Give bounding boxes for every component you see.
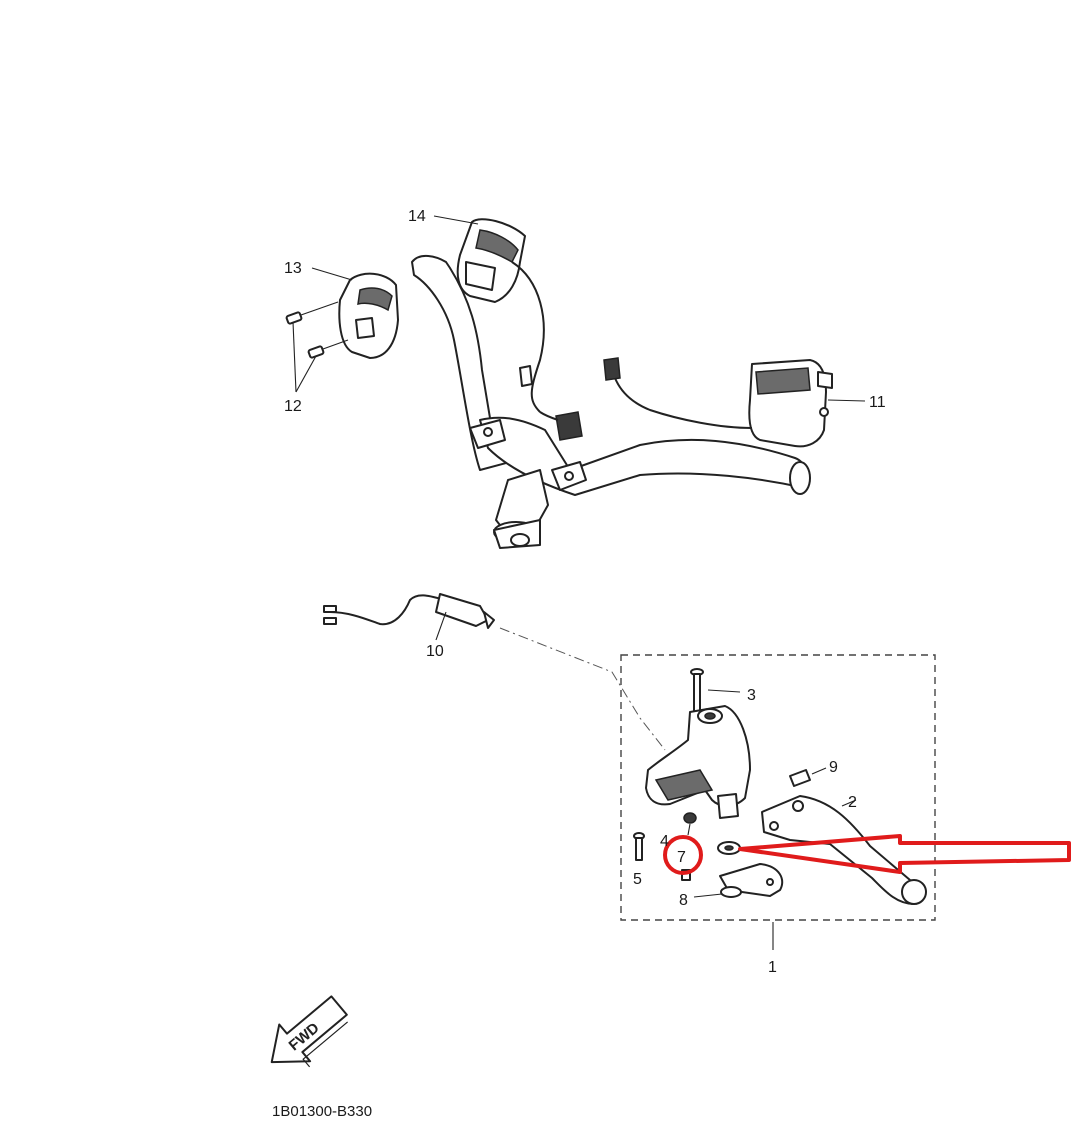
part-4-nut <box>683 812 697 824</box>
part-8-washer <box>693 886 742 898</box>
part-13-handlebar-switch-lower <box>338 272 399 359</box>
label-3: 3 <box>747 687 756 704</box>
highlight-circle <box>663 835 703 875</box>
handlebar <box>411 255 811 549</box>
label-4: 4 <box>660 833 669 850</box>
diagram-code: 1B01300-B330 <box>272 1103 372 1120</box>
leaders <box>292 215 866 836</box>
part-10-brake-switch <box>323 593 666 751</box>
lever-holder-bracket <box>645 705 751 819</box>
assembly-1-outline <box>620 654 936 921</box>
label-7: 7 <box>677 849 686 866</box>
part-2-brake-lever <box>761 795 927 905</box>
part-11-handlebar-switch-right <box>603 357 833 448</box>
part-5-bolt <box>633 832 645 861</box>
label-10: 10 <box>426 643 444 660</box>
part-9-spring <box>789 767 827 787</box>
fwd-arrow: FWD <box>270 995 349 1068</box>
label-12: 12 <box>284 398 302 415</box>
label-14: 14 <box>408 208 426 225</box>
highlight-callout <box>663 834 1071 875</box>
label-9: 9 <box>829 759 838 776</box>
pivot-link <box>681 863 784 897</box>
label-2: 2 <box>848 794 857 811</box>
label-13: 13 <box>284 260 302 277</box>
label-8: 8 <box>679 892 688 909</box>
highlight-arrow <box>738 834 1071 874</box>
part-14-handlebar-switch-left <box>456 218 583 441</box>
label-1: 1 <box>768 959 777 976</box>
part-7-collar <box>717 841 741 855</box>
part-12-screws <box>285 301 349 359</box>
label-11: 11 <box>869 394 886 411</box>
part-3-bolt <box>690 668 741 713</box>
label-5: 5 <box>633 871 642 888</box>
